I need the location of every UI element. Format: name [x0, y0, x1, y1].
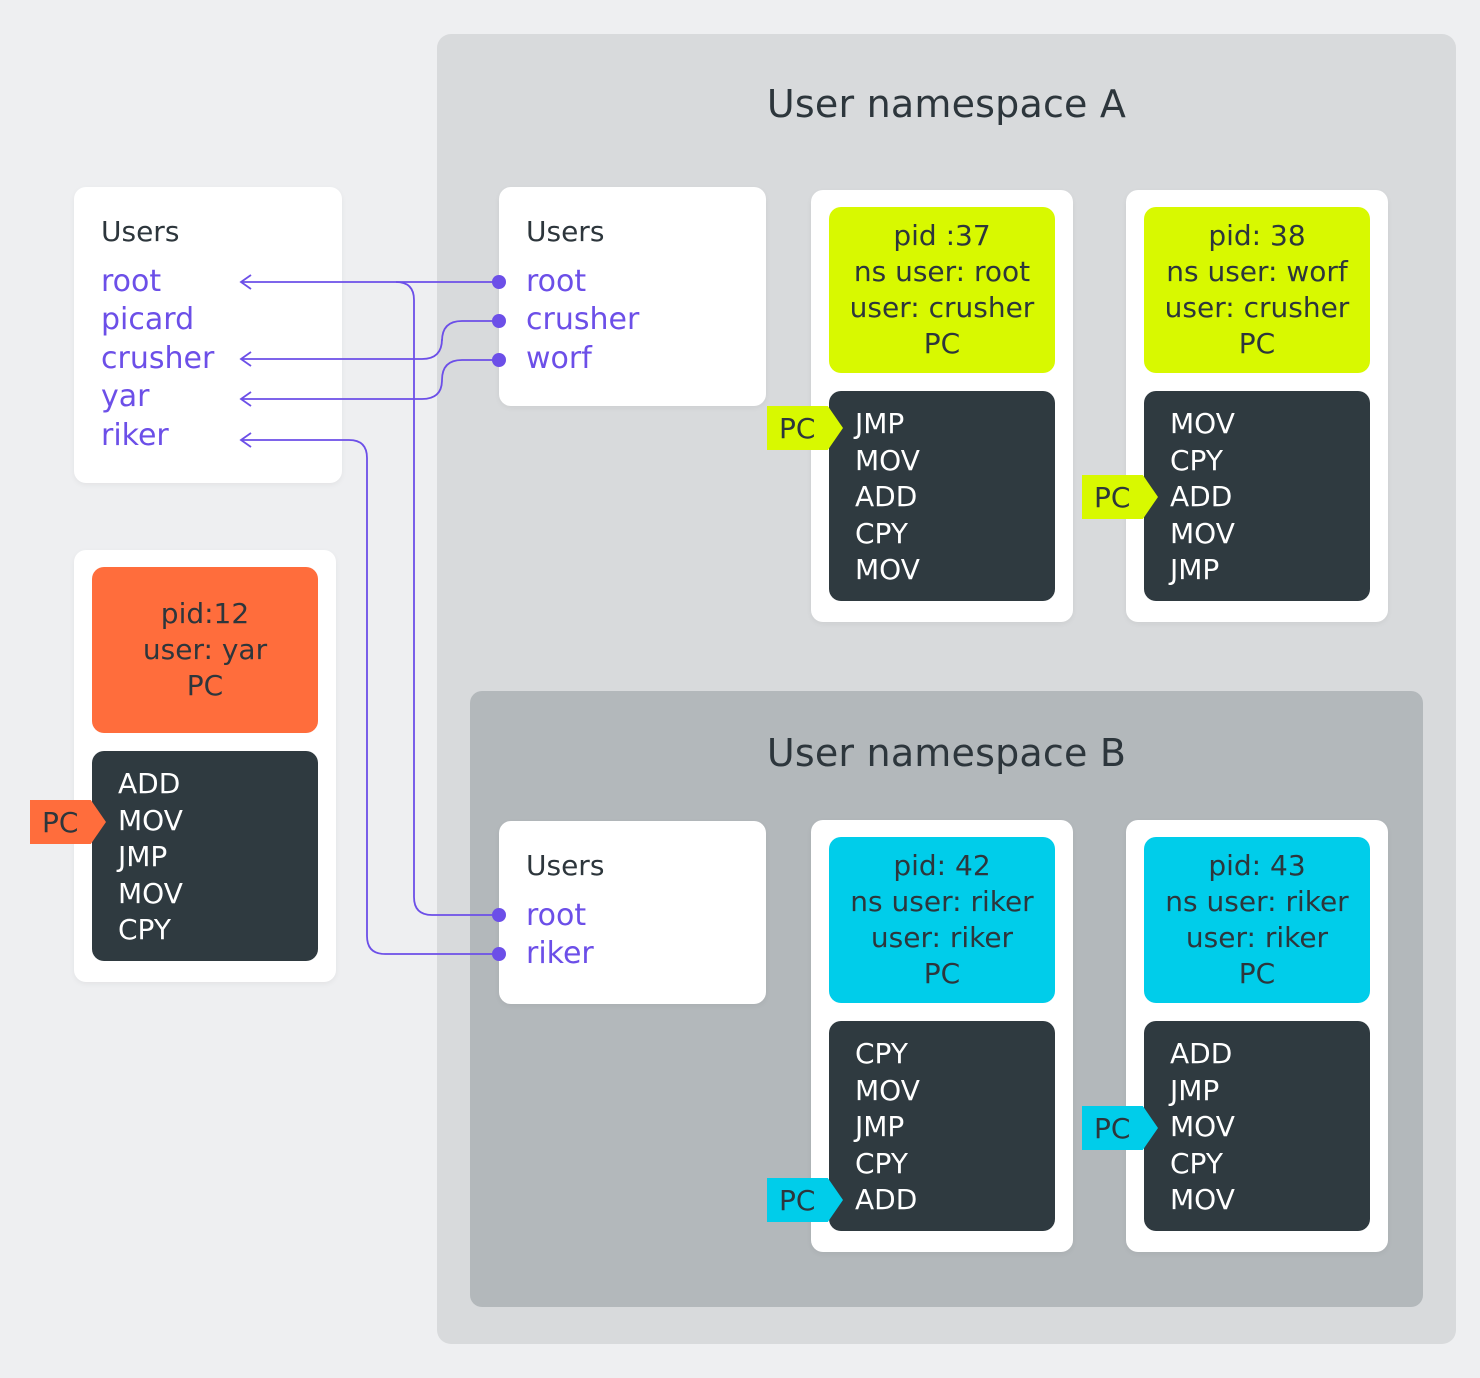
mapping-line-ns-b-riker [241, 439, 499, 955]
mapping-line-ns-b-root [395, 281, 499, 916]
process-user: user: crusher [1164, 291, 1350, 324]
mapping-line-worf [241, 359, 499, 400]
arrowhead-icon [239, 432, 252, 448]
process-ns-user: ns user: riker [1165, 885, 1349, 918]
host-user-root: root [101, 264, 162, 299]
code-line: ADD [855, 1183, 918, 1216]
ns-b-process-43-info: pid: 43 ns user: riker user: riker PC [1144, 837, 1370, 1003]
arrowhead-icon [239, 274, 252, 290]
arrowhead-icon [239, 351, 252, 367]
code-line: JMP [1170, 553, 1220, 586]
connector-dot-icon [492, 275, 506, 289]
code-line: MOV [1170, 516, 1235, 550]
mapping-line-crusher [241, 320, 499, 360]
ns-b-process-42-pc-pointer: PC [767, 1178, 843, 1222]
code-line: JMP [118, 840, 168, 873]
process-pc: PC [1238, 327, 1276, 360]
host-process-pc-pointer: PC [30, 800, 106, 844]
code-line: JMP [855, 407, 905, 440]
code-line: CPY [1170, 443, 1223, 477]
ns-a-user-worf: worf [526, 341, 592, 376]
code-line: CPY [855, 1146, 908, 1180]
ns-a-process-37-code: JMP MOV ADD CPY MOV [829, 391, 1055, 601]
ns-b-process-42-info: pid: 42 ns user: riker user: riker PC [829, 837, 1055, 1003]
process-user: user: crusher [849, 291, 1035, 324]
ns-a-process-38-code: MOV CPY ADD MOV JMP [1144, 391, 1370, 601]
connector-dot-icon [492, 908, 506, 922]
code-line: ADD [1170, 480, 1233, 513]
code-line: CPY [1170, 1146, 1223, 1180]
process-user: user: riker [870, 921, 1014, 954]
code-line: JMP [855, 1110, 905, 1143]
ns-b-process-43-code: ADD JMP MOV CPY MOV [1144, 1021, 1370, 1231]
ns-a-users-card: Users root crusher worf [499, 187, 766, 406]
host-user-picard: picard [101, 302, 195, 337]
process-ns-user: ns user: riker [850, 885, 1034, 918]
code-line: MOV [1170, 1183, 1235, 1216]
process-ns-user: ns user: worf [1166, 255, 1348, 288]
process-pc: PC [1238, 957, 1276, 990]
ns-a-process-37-pc-pointer: PC [767, 406, 843, 450]
host-process-info: pid:12 user: yar PC [92, 567, 318, 733]
ns-a-process-38-pc-pointer: PC [1082, 475, 1158, 519]
ns-b-process-43-pc-pointer: PC [1082, 1106, 1158, 1150]
connector-dot-icon [492, 314, 506, 328]
ns-b-user-riker: riker [526, 936, 594, 971]
ns-a-users-title: Users [526, 215, 605, 248]
host-users-title: Users [101, 215, 180, 248]
ns-a-user-crusher: crusher [526, 302, 640, 337]
namespace-a-title: User namespace A [766, 82, 1127, 126]
ns-b-users-title: Users [526, 849, 605, 882]
host-user-crusher: crusher [101, 341, 215, 376]
ns-a-process-38-info: pid: 38 ns user: worf user: crusher PC [1144, 207, 1370, 373]
code-line: CPY [118, 913, 171, 946]
host-process-pc: PC [186, 669, 224, 702]
ns-a-process-37-info: pid :37 ns user: root user: crusher PC [829, 207, 1055, 373]
code-line: MOV [855, 1073, 920, 1107]
host-process-code: ADD MOV JMP MOV CPY [92, 751, 318, 961]
process-pc: PC [923, 327, 961, 360]
code-line: ADD [1170, 1037, 1233, 1070]
connector-dot-icon [492, 353, 506, 367]
ns-a-user-root: root [526, 264, 587, 299]
code-line: CPY [855, 516, 908, 550]
code-line: MOV [1170, 1110, 1235, 1143]
process-ns-user: ns user: root [853, 255, 1031, 288]
process-pid: pid: 38 [1208, 219, 1306, 252]
ns-b-user-root: root [526, 898, 587, 933]
namespace-b-title: User namespace B [766, 731, 1127, 775]
host-user-riker: riker [101, 418, 169, 453]
code-line: MOV [1170, 407, 1235, 440]
host-process-pid: pid:12 [160, 597, 250, 630]
code-line: CPY [855, 1037, 908, 1070]
code-line: ADD [855, 480, 918, 513]
process-pid: pid: 43 [1208, 849, 1306, 882]
code-line: ADD [118, 767, 181, 800]
host-users-card: Users root picard crusher yar riker [74, 187, 342, 483]
code-line: MOV [855, 553, 920, 586]
process-user: user: riker [1185, 921, 1329, 954]
process-pid: pid :37 [893, 219, 991, 252]
code-line: JMP [1170, 1073, 1220, 1107]
ns-b-users-card: Users root riker [499, 821, 766, 1004]
arrowhead-icon [239, 391, 252, 407]
host-user-yar: yar [101, 379, 150, 414]
code-line: MOV [855, 443, 920, 477]
process-pc: PC [923, 957, 961, 990]
process-pid: pid: 42 [893, 849, 991, 882]
ns-b-process-42-code: CPY MOV JMP CPY ADD [829, 1021, 1055, 1231]
code-line: MOV [118, 876, 183, 910]
code-line: MOV [118, 803, 183, 837]
host-process-user: user: yar [142, 633, 268, 666]
connector-dot-icon [492, 947, 506, 961]
